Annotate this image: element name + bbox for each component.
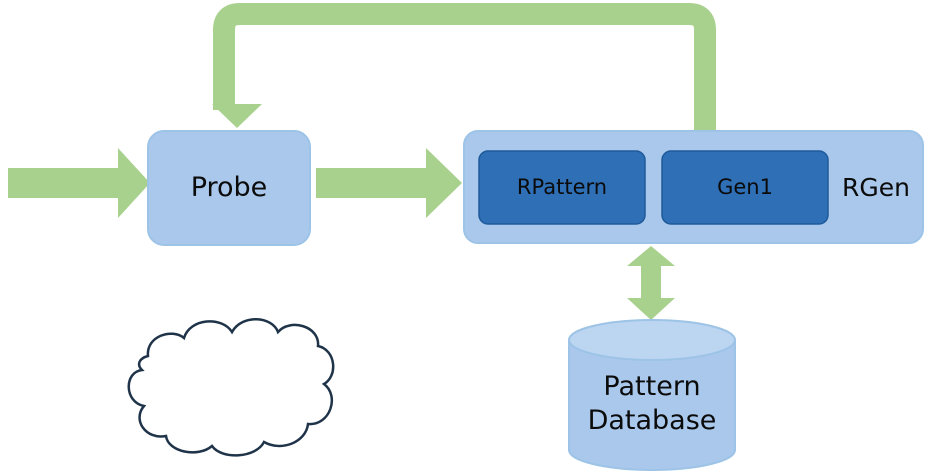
pattern-database-cylinder	[568, 319, 736, 471]
rpattern-box	[478, 150, 646, 225]
feedback-loop-arrow	[212, 3, 716, 130]
probe-label: Probe	[190, 172, 268, 204]
input-arrow	[8, 148, 150, 218]
gen1-label: Gen1	[717, 175, 773, 200]
cloud-shape	[127, 318, 335, 457]
pattern-database-label: Pattern Database	[587, 371, 717, 436]
probe-to-rgen-arrow	[316, 148, 462, 218]
rgen-label: RGen	[842, 172, 910, 202]
probe-box	[147, 130, 311, 246]
gen1-box	[661, 150, 829, 225]
rgen-database-bidirectional-arrow	[627, 246, 675, 320]
rpattern-label: RPattern	[516, 175, 608, 200]
